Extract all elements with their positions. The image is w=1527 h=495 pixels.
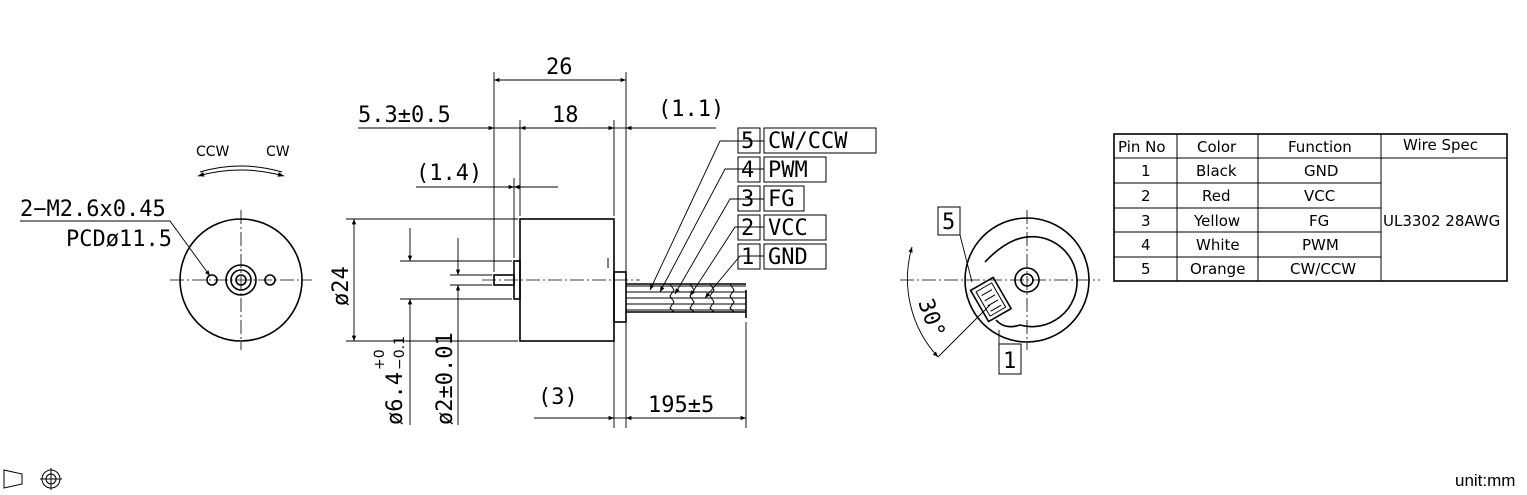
dim-dia6-4-tol-upper: +0 — [372, 349, 388, 370]
angle-arc — [907, 246, 939, 358]
front-view: CCW CW 2−M2.6x0.45 PCDø11.5 — [20, 144, 312, 350]
table-header-color: Color — [1197, 138, 1237, 156]
dim-dia2: ø2±0.01 — [433, 332, 458, 425]
svg-text:VCC: VCC — [768, 216, 808, 241]
svg-text:1: 1 — [1141, 162, 1151, 180]
first-angle-projection-icon — [3, 468, 62, 490]
dim-1-4: (1.4) — [416, 161, 482, 186]
svg-text:GND: GND — [768, 245, 808, 270]
pin-marker-1: 1 — [1003, 349, 1016, 374]
svg-text:3: 3 — [741, 187, 754, 212]
rear-flange — [613, 271, 627, 323]
svg-text:Black: Black — [1196, 162, 1237, 180]
hole-spec-leader — [20, 220, 211, 277]
hole-spec-line-1: 2−M2.6x0.45 — [20, 197, 166, 222]
dim-dia6-4-tol-lower: −0.1 — [392, 336, 408, 370]
table-header-wire-spec: Wire Spec — [1403, 136, 1478, 154]
wire-label-2: 2 VCC — [737, 214, 827, 241]
table-row: 3 Yellow FG — [1141, 212, 1329, 230]
table-header-function: Function — [1288, 138, 1352, 156]
connector — [969, 276, 1013, 323]
svg-text:1: 1 — [741, 245, 754, 270]
table-row: 4 White PWM — [1141, 236, 1339, 254]
pcb-outline — [984, 235, 1078, 328]
table-row: 1 Black GND — [1141, 162, 1338, 180]
svg-text:Yellow: Yellow — [1193, 212, 1240, 230]
wire-label-3: 3 FG — [737, 185, 805, 212]
dim-dia24: ø24 — [329, 266, 354, 306]
svg-text:4: 4 — [1141, 236, 1151, 254]
dim-3: (3) — [538, 385, 578, 410]
extension-lines — [346, 72, 747, 428]
svg-text:4: 4 — [741, 158, 754, 183]
wire-label-4: 4 PWM — [737, 156, 827, 183]
mount-hole-right — [264, 274, 276, 286]
svg-text:2: 2 — [741, 216, 754, 241]
dim-1-1: (1.1) — [658, 97, 724, 122]
rear-view: 30° 5 1 — [900, 206, 1100, 375]
svg-text:CW/CCW: CW/CCW — [1290, 260, 1356, 278]
wire-label-5: 5 CW/CCW — [737, 127, 877, 154]
svg-text:FG: FG — [1309, 212, 1329, 230]
svg-text:2: 2 — [1141, 187, 1151, 205]
svg-text:GND: GND — [1304, 162, 1338, 180]
svg-text:PWM: PWM — [768, 158, 808, 183]
table-row: 2 Red VCC — [1141, 187, 1335, 205]
side-view: 5 CW/CCW 4 PWM 3 FG 2 VCC 1 GND — [329, 55, 877, 428]
dim-195: 195±5 — [648, 393, 714, 418]
svg-text:Orange: Orange — [1190, 260, 1245, 278]
shaft — [235, 274, 247, 286]
svg-text:CW/CCW: CW/CCW — [768, 129, 848, 154]
cable-bundle — [626, 283, 747, 318]
svg-text:5: 5 — [1141, 260, 1151, 278]
pin-marker-5: 5 — [942, 210, 955, 235]
cw-label: CW — [266, 144, 290, 160]
svg-text:VCC: VCC — [1304, 187, 1335, 205]
table-header-pin: Pin No — [1118, 138, 1166, 156]
dim-26: 26 — [546, 55, 573, 80]
unit-label: unit:mm — [1455, 471, 1515, 490]
table-row: 5 Orange CW/CCW — [1141, 260, 1356, 278]
pin-table: Pin No Color Function Wire Spec 1 Black … — [1113, 133, 1508, 282]
dim-18: 18 — [552, 103, 579, 128]
svg-text:Red: Red — [1202, 187, 1231, 205]
hole-spec-line-2: PCDø11.5 — [66, 227, 172, 252]
dim-5-3: 5.3±0.5 — [358, 103, 451, 128]
svg-text:3: 3 — [1141, 212, 1151, 230]
svg-text:White: White — [1196, 236, 1240, 254]
rear-hub-inner — [1020, 273, 1034, 287]
angle-leader — [937, 304, 991, 358]
rear-hub-outer — [1014, 267, 1040, 293]
svg-text:FG: FG — [768, 187, 795, 212]
shaft-ring — [230, 269, 252, 291]
shaft-boss — [225, 264, 257, 296]
svg-text:PWM: PWM — [1302, 236, 1339, 254]
angle-label: 30° — [912, 296, 949, 342]
pin-marker-5-leader — [959, 234, 973, 283]
dim-dia6-4: ø6.4 — [383, 372, 408, 425]
wire-leaders — [649, 140, 764, 299]
svg-text:5: 5 — [741, 129, 754, 154]
ccw-label: CCW — [196, 144, 230, 160]
pin-marker-5-box — [937, 206, 961, 236]
rotation-arrow-outline — [199, 165, 283, 173]
mount-hole-left — [206, 274, 218, 286]
table-wire-spec: UL3302 28AWG — [1383, 212, 1500, 230]
wire-label-1: 1 GND — [737, 243, 827, 270]
rotation-arrow — [197, 169, 285, 177]
